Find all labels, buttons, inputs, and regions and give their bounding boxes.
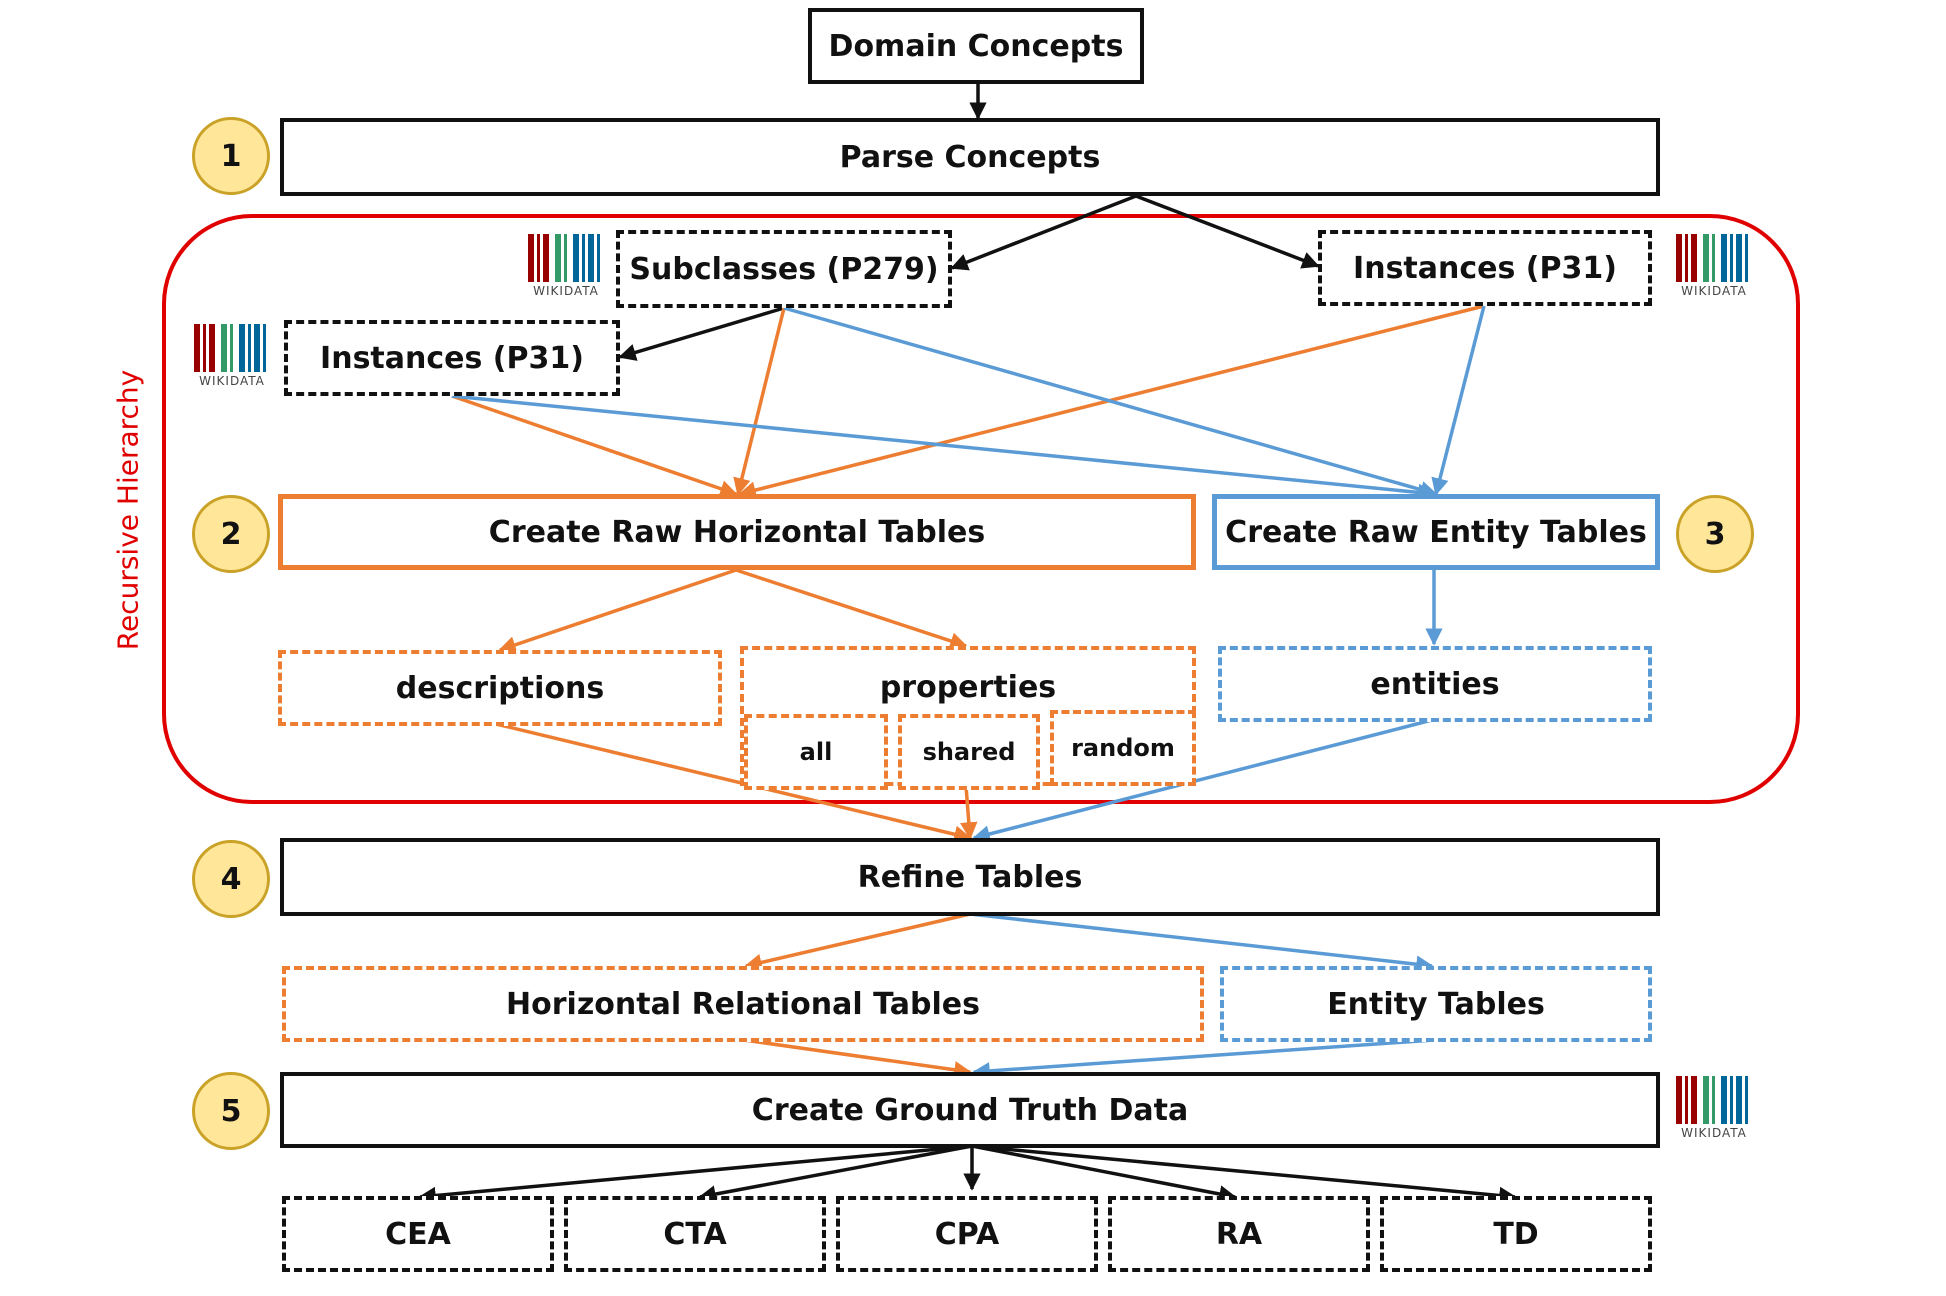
- properties-shared-label: shared: [922, 738, 1016, 766]
- step-5-number: 5: [220, 1093, 242, 1129]
- task-cea-box: CEA: [282, 1196, 554, 1272]
- task-td-label: TD: [1493, 1216, 1539, 1252]
- task-cta-label: CTA: [663, 1216, 727, 1252]
- arrow-instances-left-to-entity: [451, 394, 1436, 502]
- domain-concepts-box: Domain Concepts: [808, 8, 1144, 84]
- wikidata-logo: WIKIDATA: [524, 234, 608, 302]
- task-td-box: TD: [1380, 1196, 1652, 1272]
- domain-concepts-label: Domain Concepts: [828, 28, 1124, 64]
- arrow-instances-left-to-horizontal: [451, 394, 738, 498]
- create-raw-horizontal-tables-box: Create Raw Horizontal Tables: [278, 494, 1196, 570]
- create-raw-entity-tables-label: Create Raw Entity Tables: [1225, 514, 1647, 550]
- wikidata-barcode-icon: [528, 234, 600, 282]
- arrow-parse-to-subclasses: [950, 194, 1137, 271]
- arrow-gt-to-td: [971, 1144, 1517, 1205]
- parse-concepts-box: Parse Concepts: [280, 118, 1660, 196]
- task-cea-label: CEA: [385, 1216, 451, 1252]
- task-cpa-box: CPA: [836, 1196, 1098, 1272]
- arrow-subclasses-to-entity: [783, 306, 1438, 499]
- refine-tables-box: Refine Tables: [280, 838, 1660, 916]
- arrow-gt-to-cea: [418, 1144, 973, 1205]
- wikidata-barcode-icon: [1676, 234, 1748, 282]
- entity-tables-box: Entity Tables: [1220, 966, 1652, 1042]
- task-ra-label: RA: [1215, 1216, 1263, 1252]
- create-raw-horizontal-tables-label: Create Raw Horizontal Tables: [488, 514, 986, 550]
- descriptions-label: descriptions: [395, 670, 605, 706]
- arrow-entities-to-refine: [972, 718, 1433, 843]
- arrow-subclasses-to-instances-left: [618, 306, 785, 361]
- arrow-parse-to-instances-right: [1135, 194, 1320, 269]
- step-5-badge: 5: [192, 1072, 270, 1150]
- parse-concepts-label: Parse Concepts: [839, 139, 1101, 175]
- arrow-refine-to-horizontal-relational: [744, 912, 971, 971]
- create-ground-truth-data-box: Create Ground Truth Data: [280, 1072, 1660, 1148]
- wikidata-logo: WIKIDATA: [1672, 234, 1756, 302]
- arrow-shared-to-refine: [960, 785, 978, 840]
- subclasses-label: Subclasses (P279): [629, 251, 939, 287]
- wikidata-wordmark: WIKIDATA: [1681, 284, 1747, 298]
- arrow-horizontal-to-properties: [735, 568, 968, 650]
- entities-box: entities: [1218, 646, 1652, 722]
- arrow-gt-to-cta: [698, 1144, 973, 1203]
- create-ground-truth-data-label: Create Ground Truth Data: [751, 1092, 1189, 1128]
- descriptions-box: descriptions: [278, 650, 722, 726]
- arrow-refine-to-entity-tables: [969, 912, 1434, 973]
- properties-all-label: all: [799, 738, 833, 766]
- task-cpa-label: CPA: [934, 1216, 1000, 1252]
- subclasses-box: Subclasses (P279): [616, 230, 952, 308]
- properties-shared-box: shared: [898, 714, 1040, 790]
- arrow-descriptions-to-refine: [495, 722, 972, 843]
- entity-tables-label: Entity Tables: [1327, 986, 1545, 1022]
- task-cta-box: CTA: [564, 1196, 826, 1272]
- arrow-entity-tables-to-gt: [972, 1038, 1435, 1080]
- arrow-gt-to-ra: [971, 1144, 1237, 1203]
- wikidata-wordmark: WIKIDATA: [533, 284, 599, 298]
- instances-left-label: Instances (P31): [320, 340, 584, 376]
- create-raw-entity-tables-box: Create Raw Entity Tables: [1212, 494, 1660, 570]
- instances-left-box: Instances (P31): [284, 320, 620, 396]
- arrow-horizontal-relational-to-gt: [743, 1038, 972, 1079]
- properties-random-label: random: [1071, 734, 1175, 762]
- arrow-subclasses-to-horizontal: [733, 307, 786, 496]
- wikidata-wordmark: WIKIDATA: [1681, 1126, 1747, 1140]
- horizontal-relational-tables-label: Horizontal Relational Tables: [506, 986, 980, 1022]
- step-1-number: 1: [220, 138, 242, 174]
- properties-all-box: all: [744, 714, 888, 790]
- refine-tables-label: Refine Tables: [857, 859, 1083, 895]
- step-1-badge: 1: [192, 117, 270, 195]
- properties-random-box: random: [1050, 710, 1196, 786]
- step-3-number: 3: [1704, 516, 1726, 552]
- wikidata-wordmark: WIKIDATA: [199, 374, 265, 388]
- step-3-badge: 3: [1676, 495, 1754, 573]
- properties-label: properties: [879, 670, 1057, 705]
- recursive-hierarchy-frame: [162, 214, 1800, 804]
- arrow-instances-right-to-entity: [1431, 305, 1486, 496]
- step-4-number: 4: [220, 861, 242, 897]
- wikidata-barcode-icon: [194, 324, 266, 372]
- step-2-badge: 2: [192, 495, 270, 573]
- task-ra-box: RA: [1108, 1196, 1370, 1272]
- wikidata-barcode-icon: [1676, 1076, 1748, 1124]
- step-2-number: 2: [220, 516, 242, 552]
- horizontal-relational-tables-box: Horizontal Relational Tables: [282, 966, 1204, 1042]
- entities-label: entities: [1370, 666, 1500, 702]
- arrow-horizontal-to-descriptions: [498, 568, 737, 654]
- step-4-badge: 4: [192, 840, 270, 918]
- wikidata-logo: WIKIDATA: [190, 324, 274, 392]
- wikidata-logo: WIKIDATA: [1672, 1076, 1756, 1144]
- instances-right-box: Instances (P31): [1318, 230, 1652, 306]
- instances-right-label: Instances (P31): [1353, 250, 1617, 286]
